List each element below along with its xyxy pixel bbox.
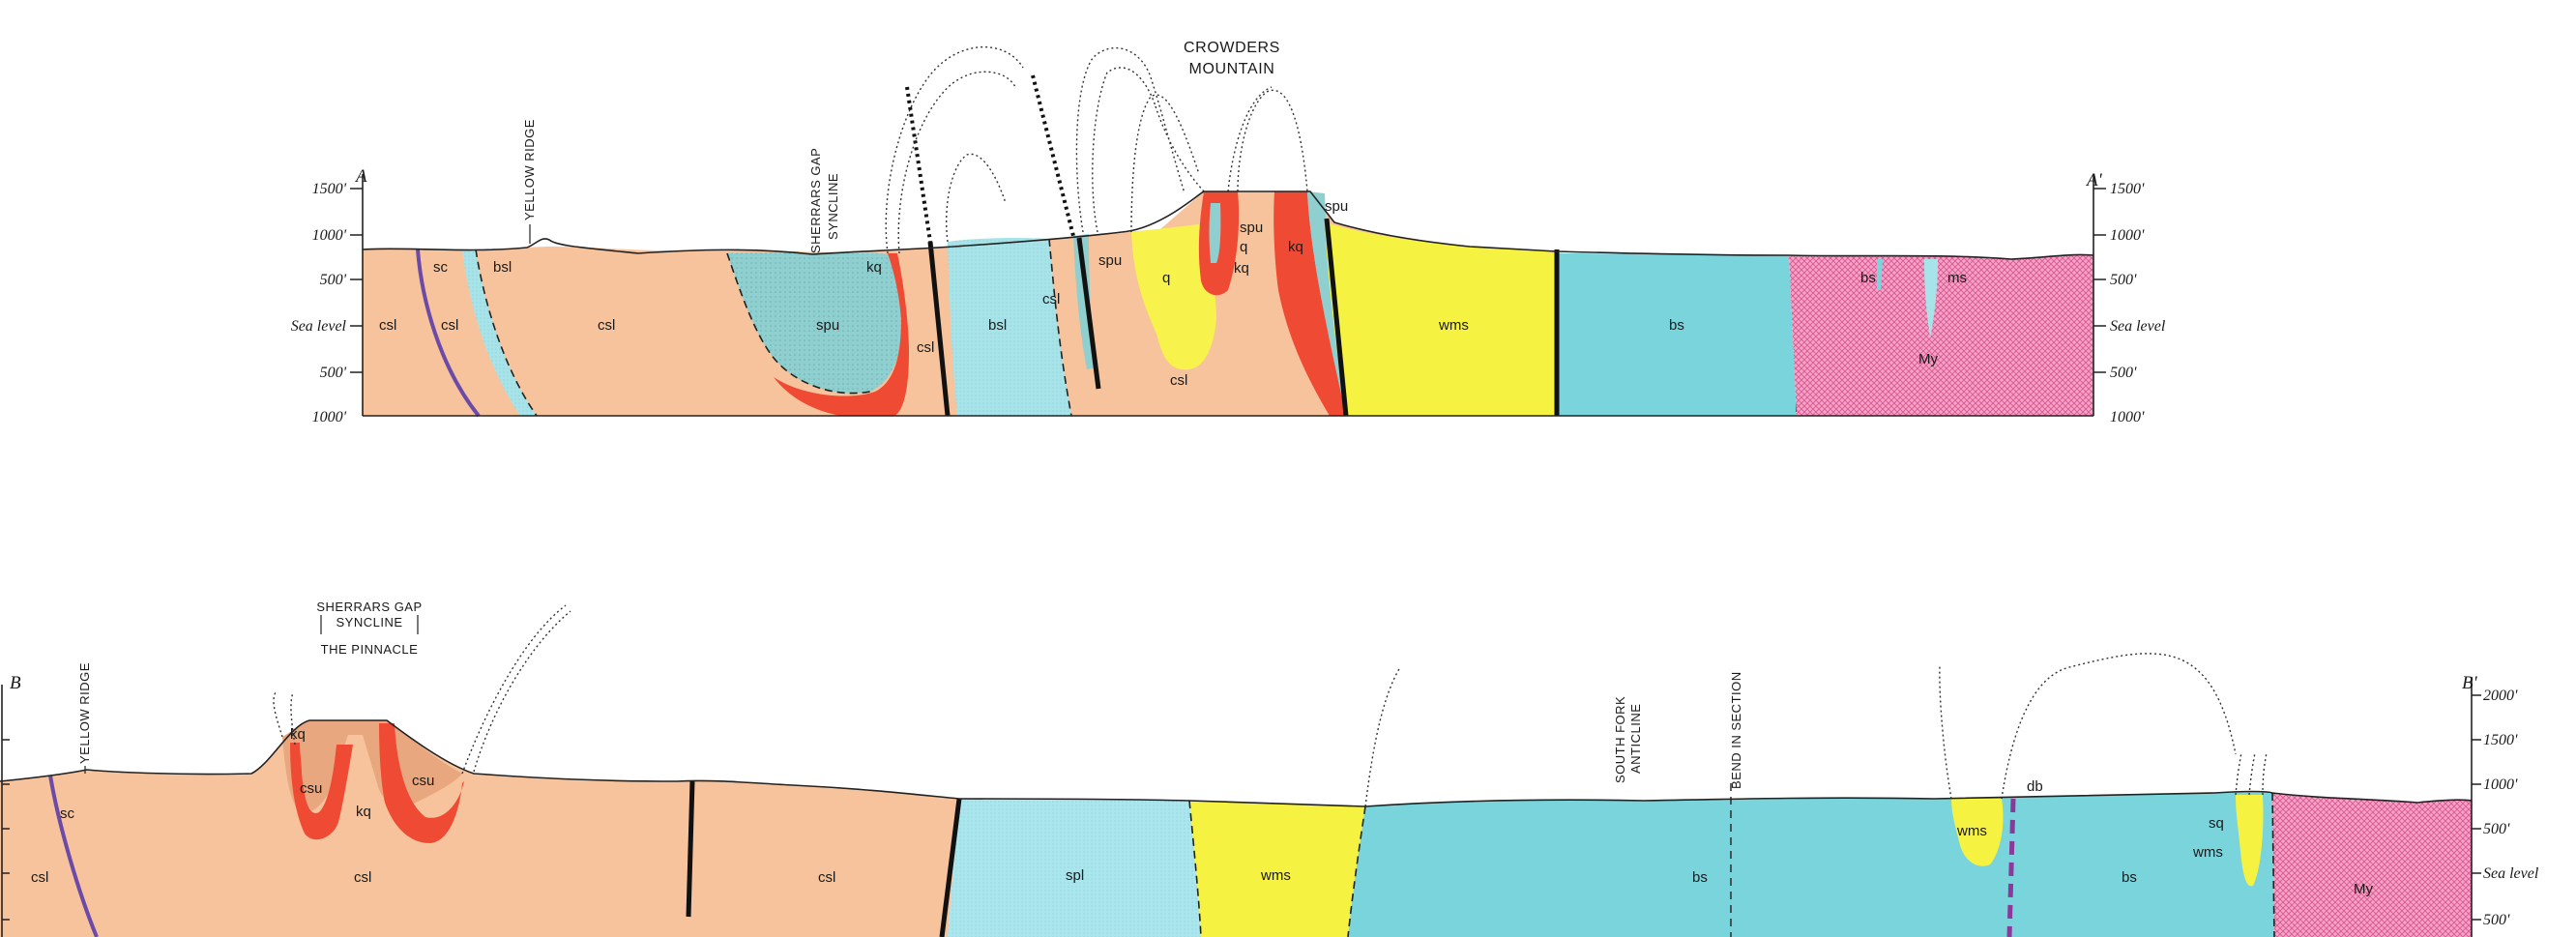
unit-label-sc-a: sc (433, 259, 449, 276)
label-sherrars-gap-a-1: SHERRARS GAP (808, 148, 823, 253)
unit-label-bsl-a: bsl (988, 317, 1007, 334)
elev-b-r-0: 2000' (2483, 688, 2518, 704)
unit-label-kq2-a: kq (1234, 260, 1249, 277)
unit-label-q-a: q (1162, 270, 1170, 286)
elev-b-r-2: 1000' (2483, 776, 2518, 793)
projection-a-1 (907, 87, 930, 242)
corner-a-prime: A' (2085, 170, 2103, 190)
label-yellow-ridge-b: YELLOW RIDGE (77, 662, 92, 764)
elev-b-r-3: 500' (2483, 821, 2510, 837)
elev-a-r-0: 1500' (2110, 181, 2145, 197)
unit-label-my-b: My (2354, 881, 2373, 897)
projection-a-6 (1228, 87, 1307, 191)
unit-label-bsl-top-a: bsl (493, 259, 512, 276)
unit-label-wms-a: wms (1438, 317, 1469, 334)
elev-a-r-5: 1000' (2110, 409, 2145, 425)
unit-label-csu2-b: csu (412, 773, 434, 789)
unit-label-csl2-b: csl (354, 869, 371, 886)
label-crowders-1: CROWDERS (1184, 40, 1280, 56)
unit-bs-b (1348, 792, 2274, 937)
unit-label-csu-b: csu (300, 780, 322, 797)
label-sherrars-gap-b-1: SHERRARS GAP (316, 600, 422, 614)
unit-label-spu4-a: spu (1325, 198, 1348, 215)
unit-label-csl6-a: csl (1170, 372, 1187, 389)
label-yellow-ridge-a: YELLOW RIDGE (522, 119, 537, 220)
unit-label-spu3-a: spu (1240, 220, 1263, 236)
label-bend-in-section: BEND IN SECTION (1729, 671, 1743, 789)
elev-b-r-5: 500' (2483, 912, 2510, 928)
elevation-scale-right-a: 1500' 1000' 500' Sea level 500' 1000' (2093, 181, 2166, 425)
unit-label-bs-a: bs (1669, 317, 1684, 334)
unit-label-spl-b: spl (1066, 867, 1084, 884)
corner-b-prime: B' (2462, 673, 2478, 693)
unit-label-wms3-b: wms (2192, 844, 2223, 861)
projection-a-2 (1033, 75, 1073, 236)
elev-a-r-4: 500' (2110, 365, 2137, 381)
elev-a-l-4: 500' (320, 365, 347, 381)
unit-label-kq3-a: kq (1288, 239, 1303, 255)
elevation-scale-left-a: 1500' 1000' 500' Sea level 500' 1000' (291, 181, 363, 425)
unit-label-my-a: My (1918, 351, 1938, 367)
label-sherrars-gap-a-2: SYNCLINE (826, 173, 840, 240)
unit-label-csl3-a: csl (598, 317, 615, 334)
elev-a-l-1: 1000' (312, 227, 347, 244)
unit-label-sc-b: sc (60, 805, 75, 822)
unit-bs-a (1557, 253, 1797, 416)
projection-b-2 (462, 605, 571, 774)
label-crowders-2: MOUNTAIN (1189, 61, 1275, 77)
corner-b: B (10, 673, 21, 693)
elev-a-l-5: 1000' (312, 409, 347, 425)
unit-label-kq-a: kq (866, 259, 882, 276)
unit-label-spu-a: spu (816, 317, 839, 334)
unit-label-csl1-a: csl (379, 317, 396, 334)
label-sherrars-gap-b-2: SYNCLINE (336, 615, 402, 630)
unit-label-csl2-a: csl (441, 317, 458, 334)
unit-label-csl4-a: csl (917, 339, 934, 356)
unit-label-kq2-b: kq (356, 804, 371, 820)
elev-a-l-3: Sea level (291, 318, 347, 335)
unit-label-wms2-b: wms (1956, 823, 1987, 839)
label-south-fork-b-2: ANTICLINE (1628, 704, 1643, 774)
elev-a-r-3: Sea level (2110, 318, 2166, 335)
elev-b-r-4: Sea level (2483, 865, 2539, 882)
label-south-fork-b-1: SOUTH FORK (1613, 696, 1627, 783)
unit-label-kq-b: kq (290, 726, 306, 743)
unit-label-wms-b: wms (1260, 867, 1291, 884)
projection-a-4 (947, 154, 1006, 242)
projection-a-3 (886, 47, 1023, 253)
corner-a: A (354, 166, 367, 187)
label-pinnacle-b: THE PINNACLE (321, 642, 419, 657)
unit-label-q2-a: q (1240, 239, 1247, 255)
unit-label-bs2-a: bs (1860, 270, 1876, 286)
elev-a-r-1: 1000' (2110, 227, 2145, 244)
elev-a-l-0: 1500' (312, 181, 347, 197)
section-b: 2000' 1500' 1000' 500' Sea level 500' B … (0, 600, 2539, 937)
projection-b-5 (2236, 752, 2267, 795)
unit-label-bs2-b: bs (2122, 869, 2137, 886)
unit-label-sq-b: sq (2209, 815, 2224, 832)
unit-label-bs-b: bs (1692, 869, 1708, 886)
unit-label-db-b: db (2027, 778, 2043, 795)
elev-a-r-2: 500' (2110, 272, 2137, 288)
unit-label-csl1-b: csl (31, 869, 48, 886)
elev-b-r-1: 1500' (2483, 732, 2518, 748)
projection-b-3 (1365, 667, 1400, 806)
projection-b-4 (1940, 654, 2236, 799)
unit-label-csl3-b: csl (818, 869, 835, 886)
elev-a-l-2: 500' (320, 272, 347, 288)
section-a: 1500' 1000' 500' Sea level 500' 1000' 15… (291, 40, 2166, 425)
unit-label-ms-a: ms (1947, 270, 1967, 286)
unit-label-spu2-a: spu (1098, 252, 1122, 269)
unit-label-csl5-a: csl (1042, 291, 1060, 307)
